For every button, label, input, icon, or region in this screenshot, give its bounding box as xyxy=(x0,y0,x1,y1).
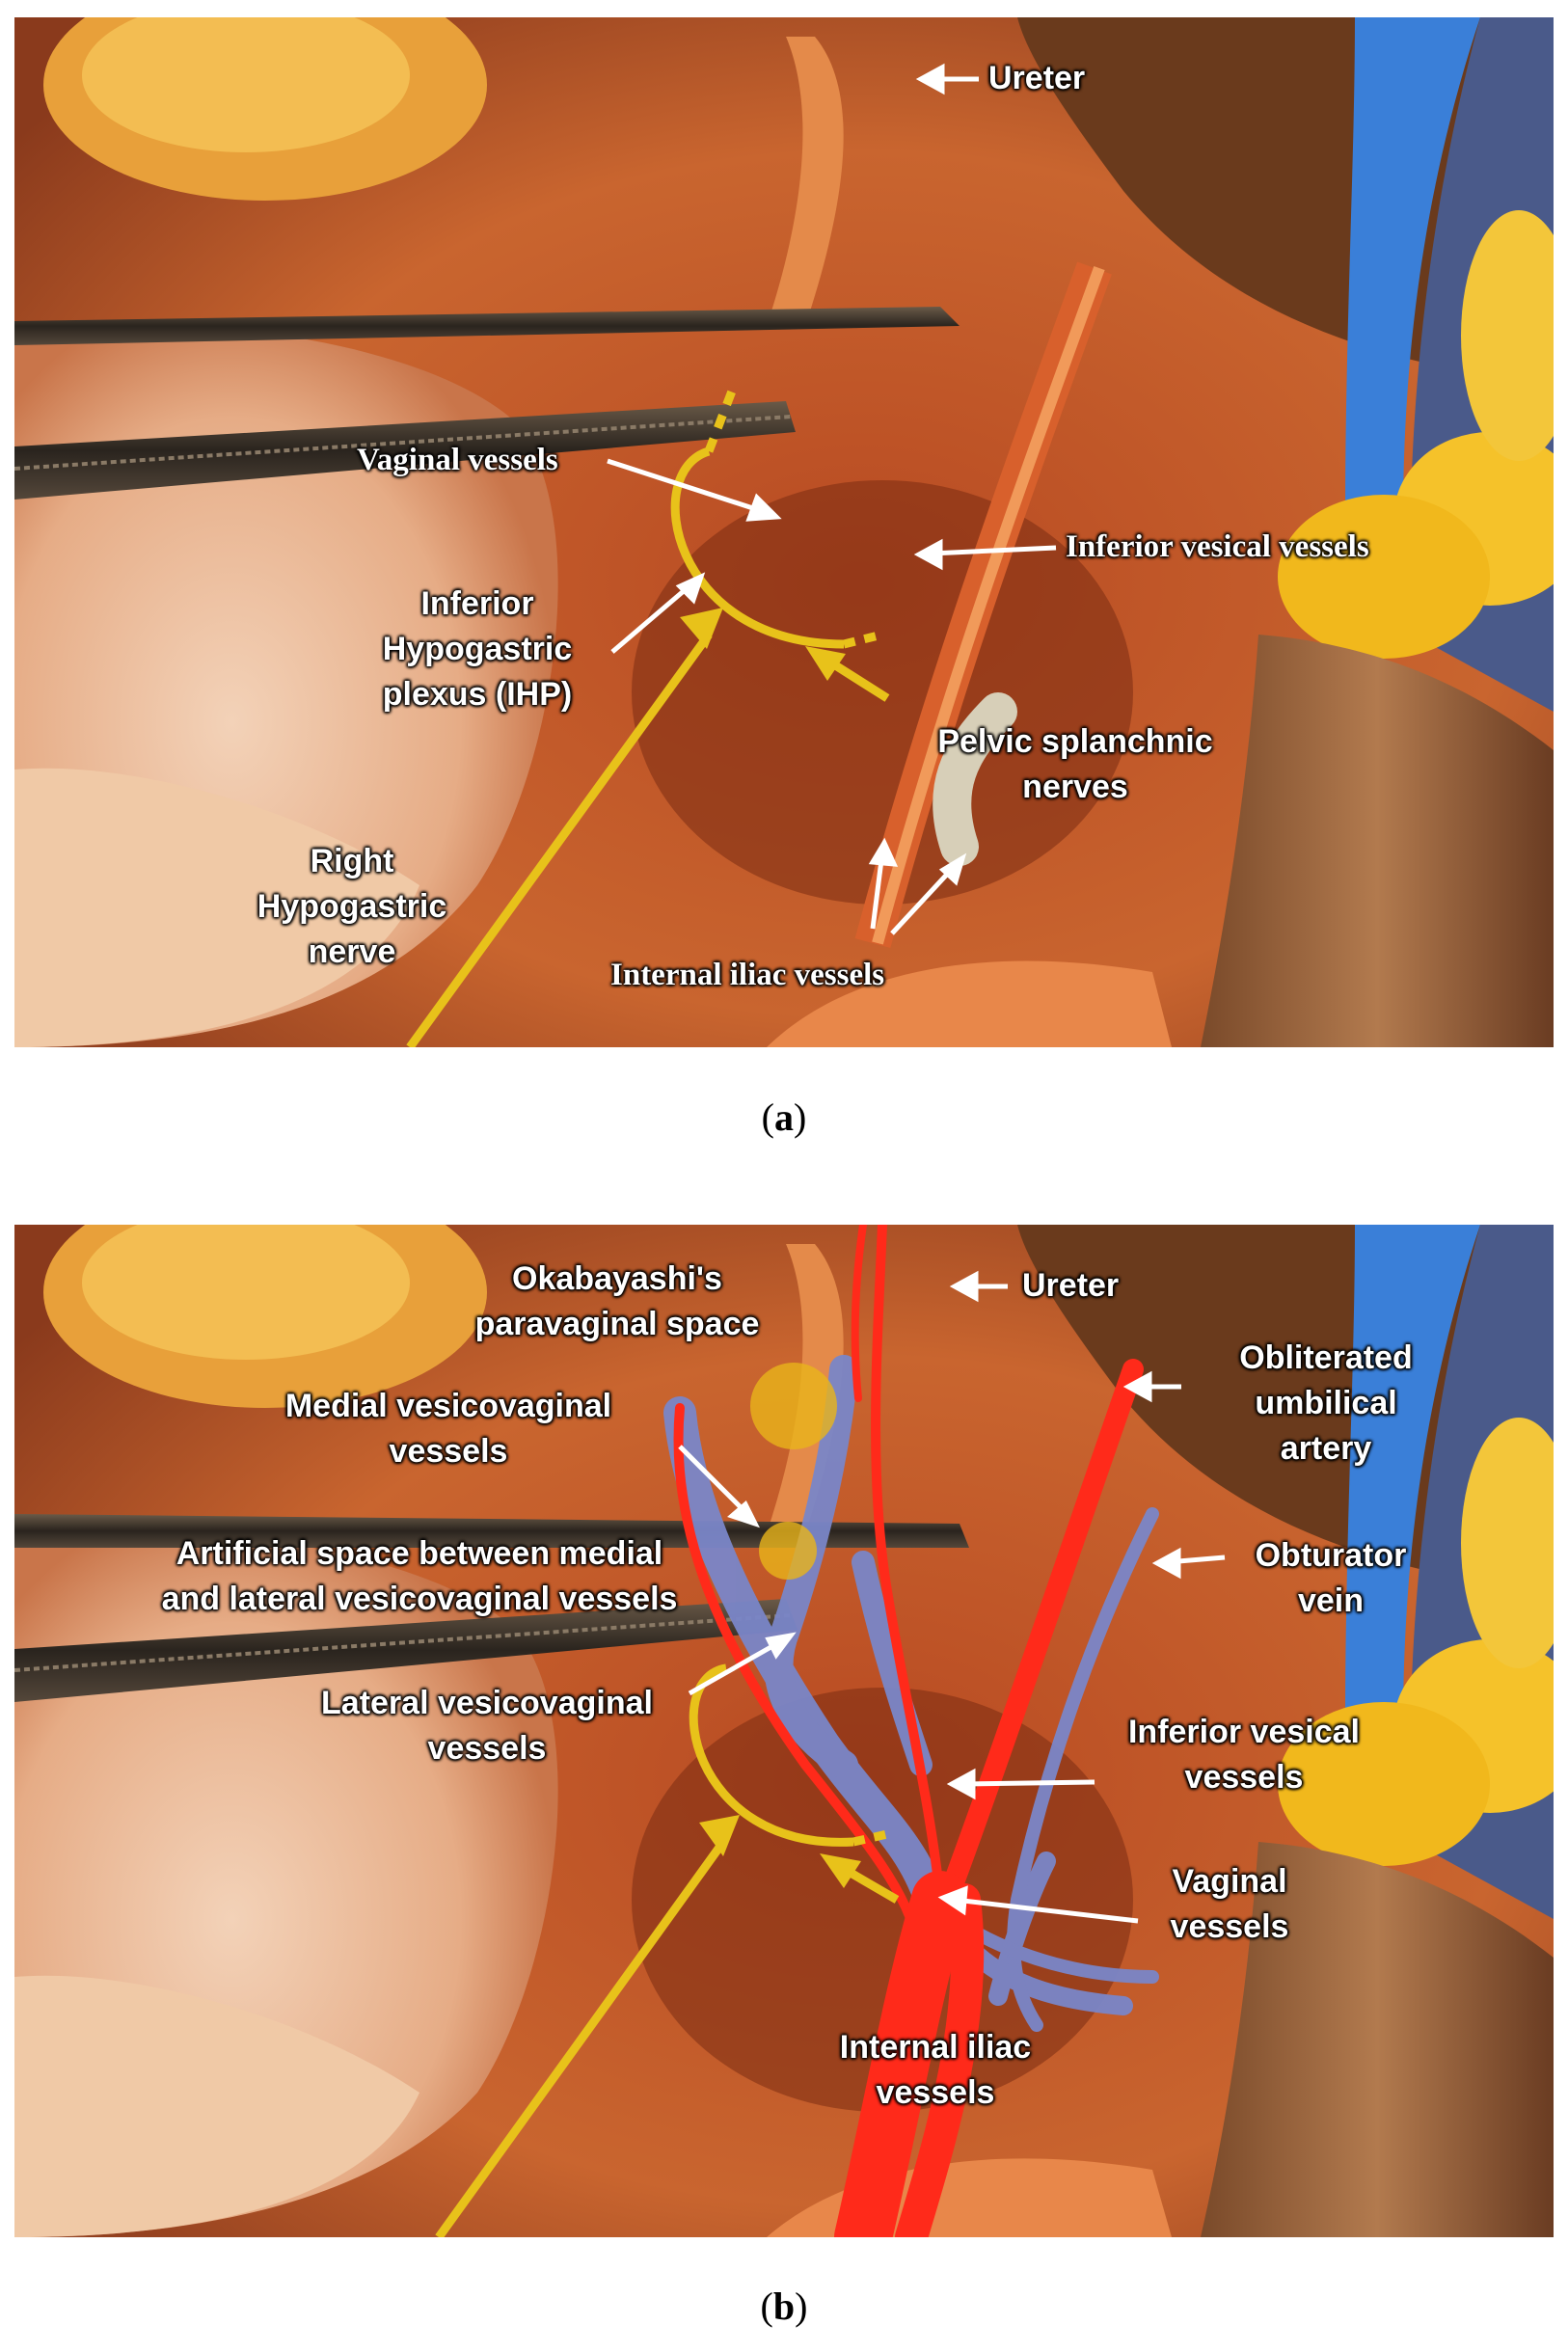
caption-a-letter: a xyxy=(774,1095,794,1139)
label-inferior-vesical: Inferior vesical vessels xyxy=(1090,1710,1398,1800)
label-obturator-line2: vein xyxy=(1297,1582,1365,1619)
label-lateral-vesicovaginal: Lateral vesicovaginal vessels xyxy=(284,1681,689,1771)
label-inferior-vesical-vessels: Inferior vesical vessels xyxy=(1066,529,1369,564)
caption-a: (a) xyxy=(761,1095,807,1139)
label-right-line1: Right xyxy=(310,843,394,879)
surgical-scene-a xyxy=(14,17,1554,1047)
label-obturator-vein: Obturator vein xyxy=(1239,1533,1422,1624)
label-lateral-line1: Lateral vesicovaginal xyxy=(321,1685,653,1721)
label-ihp: Inferior Hypogastric plexus (IHP) xyxy=(342,581,612,717)
label-right-line3: nerve xyxy=(308,933,396,970)
label-internal-iliac: Internal iliac vessels xyxy=(610,958,885,992)
label-iliac-line2: vessels xyxy=(876,2074,995,2111)
label-ureter-b: Ureter xyxy=(1022,1267,1120,1304)
surgical-photo-b: Okabayashi's paravaginal space Ureter Ob… xyxy=(14,1225,1554,2237)
label-iliac-line1: Internal iliac xyxy=(839,2029,1032,2066)
label-vaginal-line1: Vaginal xyxy=(1172,1863,1287,1900)
label-obliterated-line2: umbilical xyxy=(1255,1385,1397,1421)
label-lateral-line2: vessels xyxy=(427,1730,547,1767)
label-pelvic-line2: nerves xyxy=(1022,769,1128,805)
caption-b-letter: b xyxy=(772,2284,796,2328)
label-vaginal-vessels: Vaginal vessels xyxy=(357,443,558,477)
label-artificial-line2: and lateral vesicovaginal vessels xyxy=(161,1581,678,1617)
label-vaginal-vessels-b: Vaginal vessels xyxy=(1133,1859,1326,1950)
label-medial-vesicovaginal: Medial vesicovaginal vessels xyxy=(246,1384,651,1474)
surgical-scene-b xyxy=(14,1225,1554,2237)
label-okabayashi-line1: Okabayashi's xyxy=(512,1260,722,1297)
label-ihp-line2: Hypogastric xyxy=(382,631,573,667)
label-obliterated-line3: artery xyxy=(1280,1430,1372,1467)
label-pelvic-splanchnic: Pelvic splanchnic nerves xyxy=(911,719,1239,810)
surgical-photo-a: Ureter Vaginal vessels Inferior vesical … xyxy=(14,17,1554,1047)
label-obturator-line1: Obturator xyxy=(1255,1537,1407,1574)
label-right-line2: Hypogastric xyxy=(257,888,447,925)
label-pelvic-line1: Pelvic splanchnic xyxy=(937,723,1213,760)
label-ureter: Ureter xyxy=(988,60,1086,96)
label-internal-iliac-b: Internal iliac vessels xyxy=(800,2025,1070,2116)
label-inferior-line2: vessels xyxy=(1184,1759,1304,1796)
label-medial-line1: Medial vesicovaginal xyxy=(284,1388,612,1424)
label-artificial-space: Artificial space between medial and late… xyxy=(111,1531,728,1622)
label-ihp-line1: Inferior xyxy=(420,585,534,622)
label-obliterated-line1: Obliterated xyxy=(1239,1339,1413,1376)
caption-b: (b) xyxy=(760,2284,808,2328)
label-right-hypogastric: Right Hypogastric nerve xyxy=(227,839,477,975)
label-artificial-line1: Artificial space between medial xyxy=(176,1535,663,1572)
label-okabayashi-line2: paravaginal space xyxy=(474,1306,760,1342)
label-vaginal-line2: vessels xyxy=(1170,1908,1289,1945)
label-inferior-line1: Inferior vesical xyxy=(1127,1714,1360,1750)
label-ihp-line3: plexus (IHP) xyxy=(382,676,573,713)
label-medial-line2: vessels xyxy=(389,1433,508,1470)
label-obliterated-umbilical-artery: Obliterated umbilical artery xyxy=(1210,1336,1442,1472)
label-okabayashi: Okabayashi's paravaginal space xyxy=(444,1257,791,1347)
